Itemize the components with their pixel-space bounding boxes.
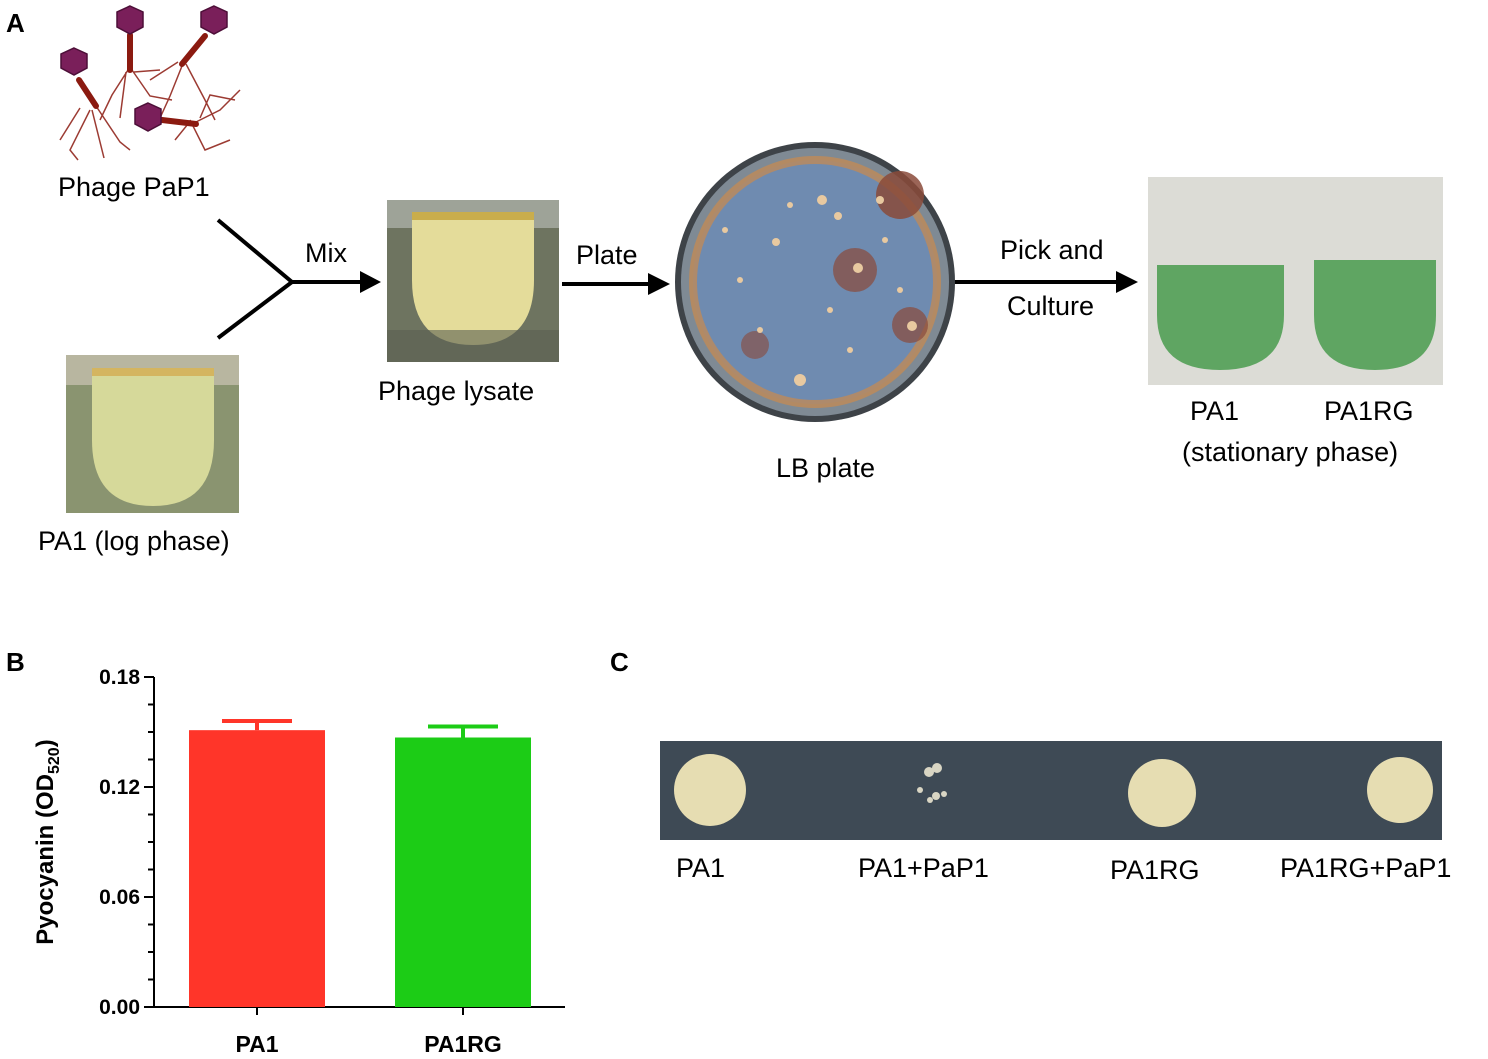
spot-plate-strip (660, 741, 1442, 840)
spot-pa1 (674, 754, 746, 826)
bar-pa1rg (395, 737, 531, 1007)
y-tick-label: 0.06 (99, 886, 140, 909)
lysate-tube-photo (387, 200, 559, 362)
tubes-caption: (stationary phase) (1182, 437, 1399, 467)
mix-label: Mix (305, 238, 347, 268)
y-tick-label: 0.00 (99, 996, 140, 1019)
stationary-tubes-photo (1148, 177, 1443, 385)
plate-arrow-icon (648, 273, 670, 295)
plate-label: LB plate (776, 453, 876, 483)
panel-letter-c: C (610, 647, 629, 677)
y-tick-label: 0.18 (99, 666, 140, 689)
pick-label-1: Pick and (1000, 235, 1104, 265)
culture-label: PA1 (log phase) (38, 526, 230, 556)
mix-arrow-icon (360, 271, 381, 293)
pick-arrow-icon (1116, 271, 1138, 293)
spot-label-2: PA1+PaP1 (858, 853, 989, 883)
x-tick-label-pa1: PA1 (235, 1031, 278, 1057)
bar-pa1 (189, 730, 325, 1007)
panel-letter-a: A (6, 8, 25, 38)
lysate-label: Phage lysate (378, 376, 535, 406)
spot-label-4: PA1RG+PaP1 (1280, 853, 1452, 883)
spot-label-1: PA1 (676, 853, 726, 883)
spot-label-3: PA1RG (1110, 855, 1200, 885)
phage-cluster-icon (59, 32, 241, 161)
lb-plate-photo (675, 142, 955, 422)
y-tick-label: 0.12 (99, 776, 140, 799)
spot-colonies (674, 754, 1433, 827)
panel-letter-b: B (6, 647, 25, 677)
plate-step-label: Plate (576, 240, 638, 270)
spot-pa1rg-pap1 (1367, 757, 1433, 823)
phage-heads (60, 5, 228, 132)
spot-pa1rg (1128, 759, 1196, 827)
chart-bars (189, 719, 531, 1007)
pick-label-2: Culture (1007, 291, 1095, 321)
tube2-label: PA1RG (1324, 396, 1414, 426)
mix-junction-lines (216, 218, 365, 340)
spot-pa1-pap1 (917, 763, 947, 803)
tube1-label: PA1 (1190, 396, 1240, 426)
culture-tube-photo (66, 355, 239, 513)
phage-label: Phage PaP1 (58, 172, 210, 202)
x-tick-label-pa1rg: PA1RG (424, 1031, 502, 1057)
